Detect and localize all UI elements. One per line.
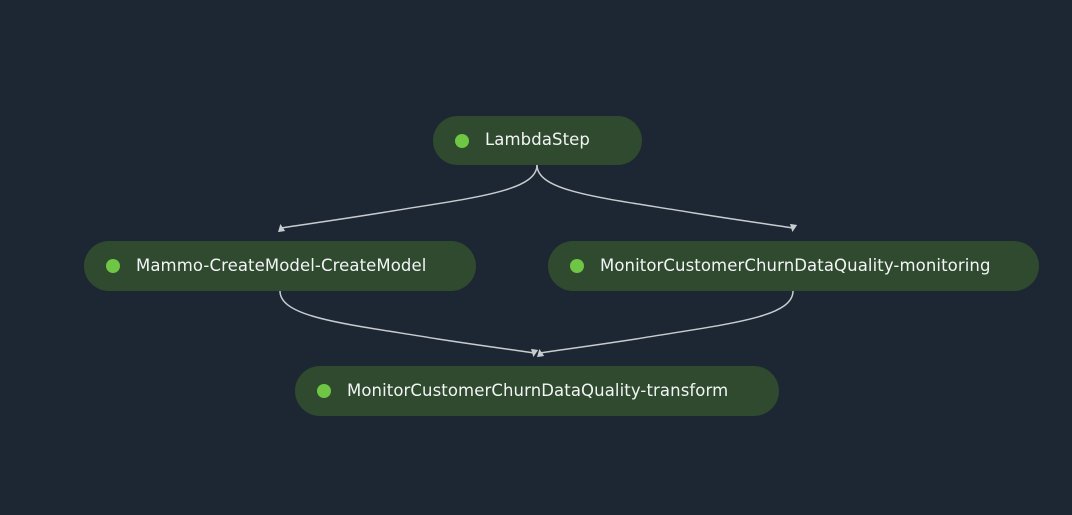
status-dot-green-icon: [455, 133, 469, 148]
edge-monitoring-to-transform: [537, 290, 794, 358]
graph-node-lambdastep[interactable]: LambdaStep: [433, 116, 642, 165]
status-dot-green-icon: [570, 259, 584, 273]
graph-node-monitorcustomerchurndataquality-monitoring[interactable]: MonitorCustomerChurnDataQuality-monitori…: [548, 241, 1039, 291]
graph-node-label: LambdaStep: [485, 130, 591, 150]
graph-node-label: MonitorCustomerChurnDataQuality-transfor…: [347, 380, 729, 400]
edge-lambdastep-to-mammo: [278, 164, 538, 233]
graph-node-mammo-createmodel-createmodel[interactable]: Mammo-CreateModel-CreateModel: [84, 241, 476, 291]
edge-mammo-to-transform: [279, 290, 539, 357]
graph-node-label: MonitorCustomerChurnDataQuality-monitori…: [600, 255, 991, 275]
status-dot-green-icon: [106, 259, 120, 273]
status-dot-green-icon: [317, 384, 331, 398]
edge-lambdastep-to-monitoring: [536, 164, 798, 232]
graph-node-label: Mammo-CreateModel-CreateModel: [136, 255, 427, 275]
graph-node-monitorcustomerchurndataquality-transform[interactable]: MonitorCustomerChurnDataQuality-transfor…: [295, 366, 779, 416]
